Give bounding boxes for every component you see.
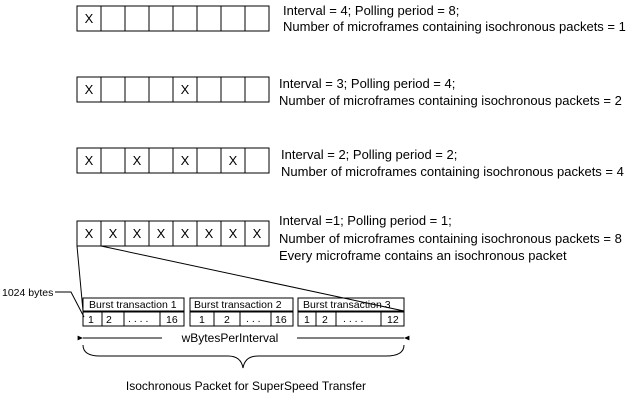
packet-first: 1	[199, 314, 205, 326]
expansion-lines	[76, 245, 405, 312]
packet-count-text: Number of microframes containing isochro…	[281, 164, 624, 179]
burst-title: Burst transaction 3	[303, 299, 391, 311]
bytes-leader-line	[55, 291, 85, 318]
bytes-label: 1024 bytes	[2, 287, 53, 299]
burst-frame	[82, 297, 185, 312]
burst-transaction-3: Burst transaction 3 1 2 . . . . 12	[297, 297, 405, 327]
microframe-cell: X	[181, 82, 190, 97]
microframe-cell: X	[157, 226, 166, 241]
diagram-caption: Isochronous Packet for SuperSpeed Transf…	[126, 379, 366, 393]
packet-second: 2	[106, 314, 112, 326]
packet-count-text: Number of microframes containing isochro…	[283, 19, 626, 34]
burst-transaction-2: Burst transaction 2 1 2 . . . 16	[189, 297, 294, 327]
interval-text: Interval = 3; Polling period = 4;	[279, 76, 455, 91]
packet-first: 1	[304, 314, 310, 326]
packet-second: 2	[224, 314, 230, 326]
microframe-cell: X	[85, 226, 94, 241]
packet-strip	[82, 311, 185, 327]
packet-strip	[189, 311, 294, 327]
interval-text: Interval = 4; Polling period = 8;	[283, 3, 459, 18]
packet-first: 1	[88, 314, 94, 326]
microframe-cell: X	[133, 153, 142, 168]
interval-text: Interval =1; Polling period = 1;	[279, 213, 452, 228]
packet-last: 12	[387, 314, 399, 326]
packet-second: 2	[322, 314, 328, 326]
burst-transaction-1: Burst transaction 1 1 2 . . . . 16	[82, 297, 185, 327]
burst-title: Burst transaction 2	[194, 299, 282, 311]
burst-title: Burst transaction 1	[89, 299, 177, 311]
microframe-cell: X	[181, 226, 190, 241]
bytes-per-interval-arrow: wBytesPerInterval	[77, 331, 410, 345]
packet-dots: . . . .	[128, 313, 148, 325]
microframe-row-2: X X Interval = 3; Polling period = 4; Nu…	[76, 76, 622, 108]
every-microframe-note: Every microframe contains an isochronous…	[279, 248, 567, 263]
span-label: wBytesPerInterval	[181, 331, 279, 345]
packet-count-text: Number of microframes containing isochro…	[279, 93, 622, 108]
packet-dots: . . .	[246, 313, 261, 325]
microframe-row-3: X X X X Interval = 2; Polling period = 2…	[76, 147, 624, 179]
microframe-row-1: X Interval = 4; Polling period = 8; Numb…	[76, 3, 626, 34]
microframe-cell: X	[109, 226, 118, 241]
packet-last: 16	[166, 314, 178, 326]
packet-strip	[297, 311, 405, 327]
microframe-cell: X	[181, 153, 190, 168]
microframe-cell: X	[253, 226, 262, 241]
microframe-cell: X	[85, 153, 94, 168]
microframe-cell: X	[229, 153, 238, 168]
microframe-row-4: X X X X X X X X Interval =1; Polling per…	[76, 213, 622, 263]
burst-frame	[297, 297, 405, 312]
burst-frame	[189, 297, 294, 312]
packet-count-text: Number of microframes containing isochro…	[279, 231, 622, 246]
packet-last: 16	[275, 314, 287, 326]
packet-dots: . . . .	[343, 313, 363, 325]
packet-brace	[82, 344, 405, 369]
microframe-cell: X	[85, 11, 94, 26]
microframe-cell: X	[205, 226, 214, 241]
microframe-cell: X	[133, 226, 142, 241]
microframe-cell: X	[229, 226, 238, 241]
microframe-cell: X	[85, 82, 94, 97]
interval-text: Interval = 2; Polling period = 2;	[281, 147, 457, 162]
